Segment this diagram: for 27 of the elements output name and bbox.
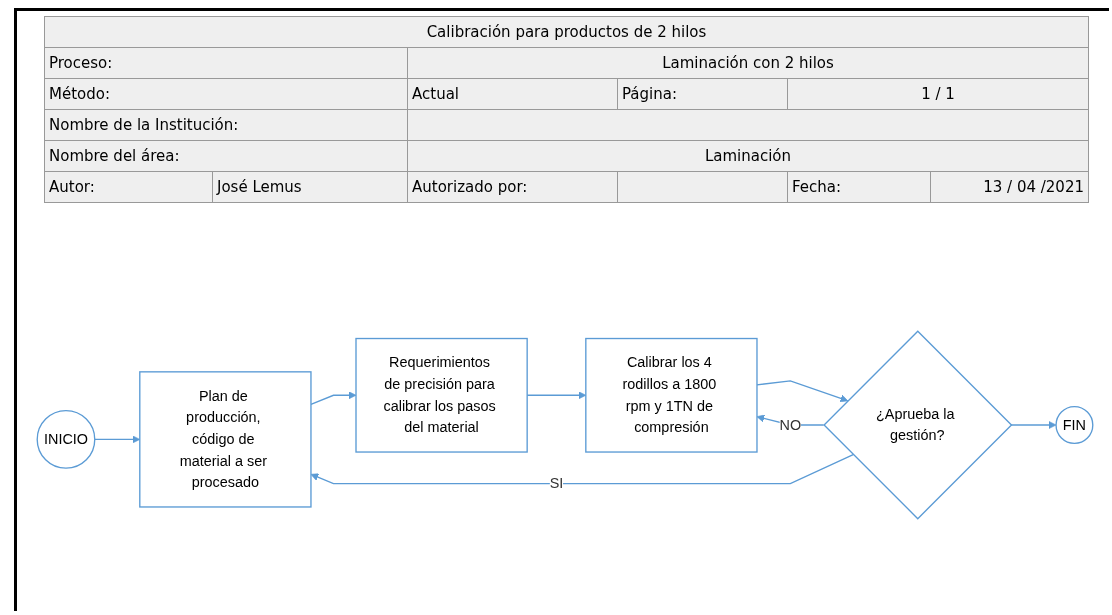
table-title: Calibración para productos de 2 hilos xyxy=(44,16,1089,48)
table-text: Actual xyxy=(407,78,618,110)
arrow xyxy=(756,380,849,403)
table-text: Proceso: xyxy=(44,47,408,79)
table-text: Método: xyxy=(44,78,408,110)
node-box: Requerimientos de precisión para calibrar los pasos del material xyxy=(355,337,528,453)
table-text: Nombre del área: xyxy=(44,140,408,172)
node-circle: FIN xyxy=(1055,405,1094,445)
table-text: José Lemus xyxy=(212,171,408,203)
table-text: Fecha: xyxy=(787,171,931,203)
arrow xyxy=(310,453,854,485)
node-diamond: ¿Aprueba la gestión? xyxy=(823,330,1013,520)
table-text: Página: xyxy=(617,78,788,110)
table-text: Autor: xyxy=(44,171,213,203)
arrow xyxy=(310,391,357,406)
node-box: Plan de producción, código de material a ser procesado xyxy=(139,371,312,508)
edge-label: SI xyxy=(549,475,564,491)
table-text: Nombre de la Institución: xyxy=(44,109,408,141)
table-text: 13 / 04 /2021 xyxy=(930,171,1089,203)
table-text: Laminación xyxy=(407,140,1089,172)
table-text: Laminación con 2 hilos xyxy=(407,47,1089,79)
node-box: Calibrar los 4 rodillos a 1800 rpm y 1TN de compresión xyxy=(585,337,758,453)
arrow xyxy=(1010,421,1057,429)
edge-label: NO xyxy=(779,416,802,433)
node-circle: INICIO xyxy=(36,409,96,469)
table-text: 1 / 1 xyxy=(787,78,1089,110)
table-text: Autorizado por: xyxy=(407,171,618,203)
